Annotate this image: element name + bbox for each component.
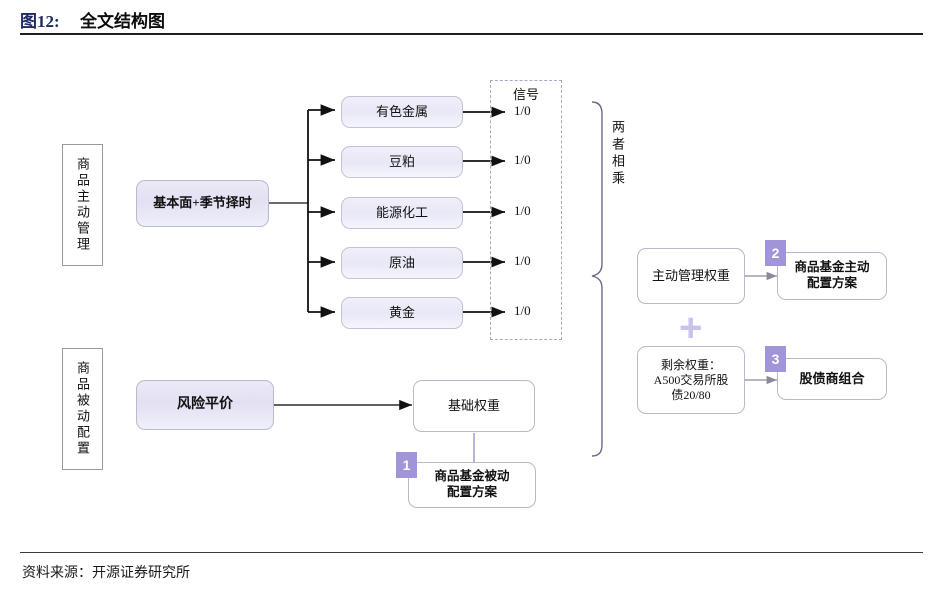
signal-group-container	[490, 80, 562, 340]
node-passive-plan[interactable]: 商品基金被动 配置方案	[408, 462, 536, 508]
signal-group-title: 信号	[512, 87, 539, 102]
footer-divider	[20, 552, 923, 553]
figure-number: 图12:	[20, 12, 60, 31]
node-mixed-portfolio[interactable]: 股债商组合	[777, 358, 887, 400]
page-title: 全文结构图	[80, 12, 165, 31]
node-base-weight[interactable]: 基础权重	[413, 380, 535, 432]
side-label-active-management: 商品主动管理	[62, 144, 103, 266]
node-commodity-nonferrous[interactable]: 有色金属	[341, 96, 463, 128]
node-risk-parity[interactable]: 风险平价	[136, 380, 274, 430]
source-note: 资料来源：开源证券研究所	[22, 566, 190, 581]
figure-header: 图12: 全文结构图	[0, 0, 943, 40]
badge-2: 2	[765, 240, 786, 266]
node-commodity-gold[interactable]: 黄金	[341, 297, 463, 329]
node-strategy-active[interactable]: 基本面+季节择时	[136, 180, 269, 227]
badge-3: 3	[765, 346, 786, 372]
node-commodity-crude-oil[interactable]: 原油	[341, 247, 463, 279]
node-commodity-soybean-meal[interactable]: 豆粕	[341, 146, 463, 178]
side-label-passive-allocation: 商品被动配置	[62, 348, 103, 470]
signal-value-crude-oil: 1/0	[514, 253, 531, 268]
plus-operator: +	[679, 306, 703, 350]
node-active-weight[interactable]: 主动管理权重	[637, 248, 745, 304]
node-active-plan[interactable]: 商品基金主动 配置方案	[777, 252, 887, 300]
node-residual-weight[interactable]: 剩余权重： A500交易所股 债20/80	[637, 346, 745, 414]
brace-label-multiply: 两者相乘	[610, 120, 625, 188]
signal-value-soybean-meal: 1/0	[514, 152, 531, 167]
header-divider	[20, 33, 923, 35]
signal-value-gold: 1/0	[514, 303, 531, 318]
node-commodity-energy-chemical[interactable]: 能源化工	[341, 197, 463, 229]
signal-value-nonferrous: 1/0	[514, 103, 531, 118]
signal-value-energy-chemical: 1/0	[514, 203, 531, 218]
badge-1: 1	[396, 452, 417, 478]
diagram-canvas: 商品主动管理 商品被动配置 基本面+季节择时 风险平价 有色金属 豆粕 能源化工…	[0, 40, 943, 550]
